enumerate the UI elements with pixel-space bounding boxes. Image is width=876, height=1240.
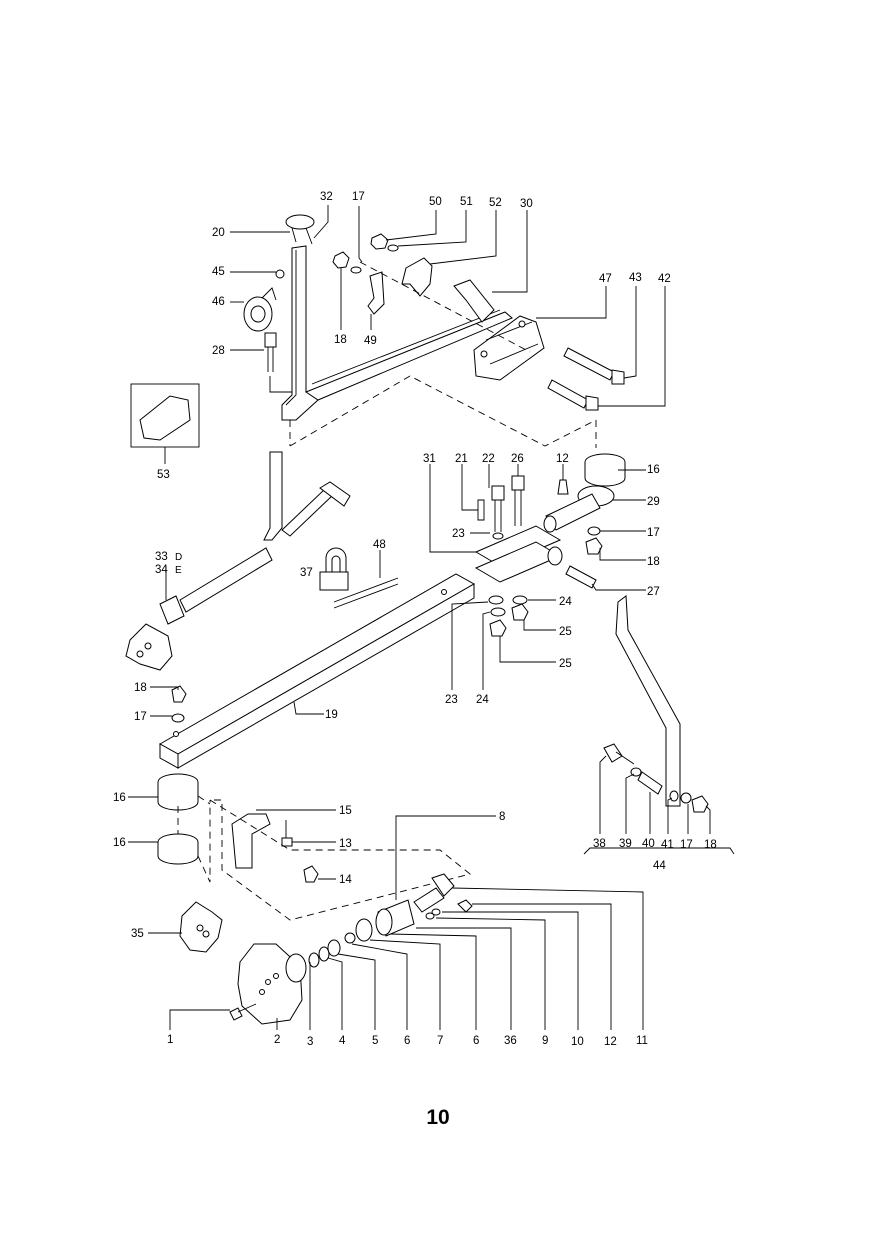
callout-23: 23 <box>452 528 465 540</box>
callout-16: 16 <box>113 837 126 849</box>
callout-50: 50 <box>429 196 442 208</box>
callout-39: 39 <box>619 838 632 850</box>
page-number: 10 <box>426 1106 450 1129</box>
callout-19: 19 <box>325 709 338 721</box>
callout-35: 35 <box>131 928 144 940</box>
callout-2: 2 <box>274 1034 280 1046</box>
callout-32: 32 <box>320 191 333 203</box>
callout-31: 31 <box>423 453 436 465</box>
callout-43: 43 <box>629 272 642 284</box>
callout-30: 30 <box>520 198 533 210</box>
callout-40: 40 <box>642 838 655 850</box>
callout-53: 53 <box>157 469 170 481</box>
callout-8: 8 <box>499 811 505 823</box>
callout-6: 6 <box>473 1035 479 1047</box>
callout-9: 9 <box>542 1035 548 1047</box>
callout-27: 27 <box>647 586 660 598</box>
callout-7: 7 <box>437 1035 443 1047</box>
callout-34: 34 <box>155 564 168 576</box>
callout-36: 36 <box>504 1035 517 1047</box>
callout-5: 5 <box>372 1035 378 1047</box>
callout-14: 14 <box>339 874 352 886</box>
callout-45: 45 <box>212 266 225 278</box>
callout-33: 33 <box>155 551 168 563</box>
callout-18: 18 <box>647 556 660 568</box>
hub-and-disc-assembly <box>157 773 473 1025</box>
callout-37: 37 <box>300 567 313 579</box>
callout-44: 44 <box>653 860 666 872</box>
callout-51: 51 <box>460 196 473 208</box>
lock-and-strip <box>319 547 399 609</box>
callout-24: 24 <box>476 694 489 706</box>
callout-18: 18 <box>334 334 347 346</box>
callout-15: 15 <box>339 805 352 817</box>
callout-22: 22 <box>482 453 495 465</box>
callout-18: 18 <box>134 682 147 694</box>
callout-10: 10 <box>571 1036 584 1048</box>
callout-41: 41 <box>661 839 674 851</box>
callout-23: 23 <box>445 694 458 706</box>
callout-1: 1 <box>167 1034 173 1046</box>
callout-21: 21 <box>455 453 468 465</box>
callout-47: 47 <box>599 273 612 285</box>
top-frame-assembly <box>130 214 625 448</box>
pivot-assembly <box>474 453 626 637</box>
callout-3: 3 <box>307 1036 313 1048</box>
callout-6: 6 <box>404 1035 410 1047</box>
lever-assembly <box>583 595 735 855</box>
callout-16: 16 <box>647 464 660 476</box>
callout-4: 4 <box>339 1035 346 1047</box>
callout-33-variant: D <box>175 552 182 563</box>
callout-17: 17 <box>680 839 693 851</box>
callout-26: 26 <box>511 453 524 465</box>
callout-17: 17 <box>134 711 147 723</box>
callout-12: 12 <box>604 1036 617 1048</box>
leader-lines <box>128 205 711 1030</box>
callout-38: 38 <box>593 838 606 850</box>
callout-46: 46 <box>212 296 225 308</box>
callout-25: 25 <box>559 626 572 638</box>
callout-48: 48 <box>373 539 386 551</box>
callout-16: 16 <box>113 792 126 804</box>
callout-12: 12 <box>556 453 569 465</box>
side-arm-assembly <box>125 451 351 671</box>
callout-29: 29 <box>647 496 660 508</box>
callout-17: 17 <box>647 527 660 539</box>
callout-28: 28 <box>212 345 225 357</box>
callout-25: 25 <box>559 658 572 670</box>
callout-13: 13 <box>339 838 352 850</box>
callout-17: 17 <box>352 191 365 203</box>
callout-20: 20 <box>212 227 225 239</box>
main-beam <box>158 573 476 769</box>
callout-24: 24 <box>559 596 572 608</box>
callout-34-variant: E <box>175 565 182 576</box>
callout-49: 49 <box>364 335 377 347</box>
callout-42: 42 <box>658 273 671 285</box>
callout-52: 52 <box>489 197 502 209</box>
callout-labels: 32 17 50 51 52 30 20 45 46 28 18 49 47 4… <box>113 191 717 1048</box>
callout-11: 11 <box>636 1035 648 1047</box>
callout-18: 18 <box>704 839 717 851</box>
